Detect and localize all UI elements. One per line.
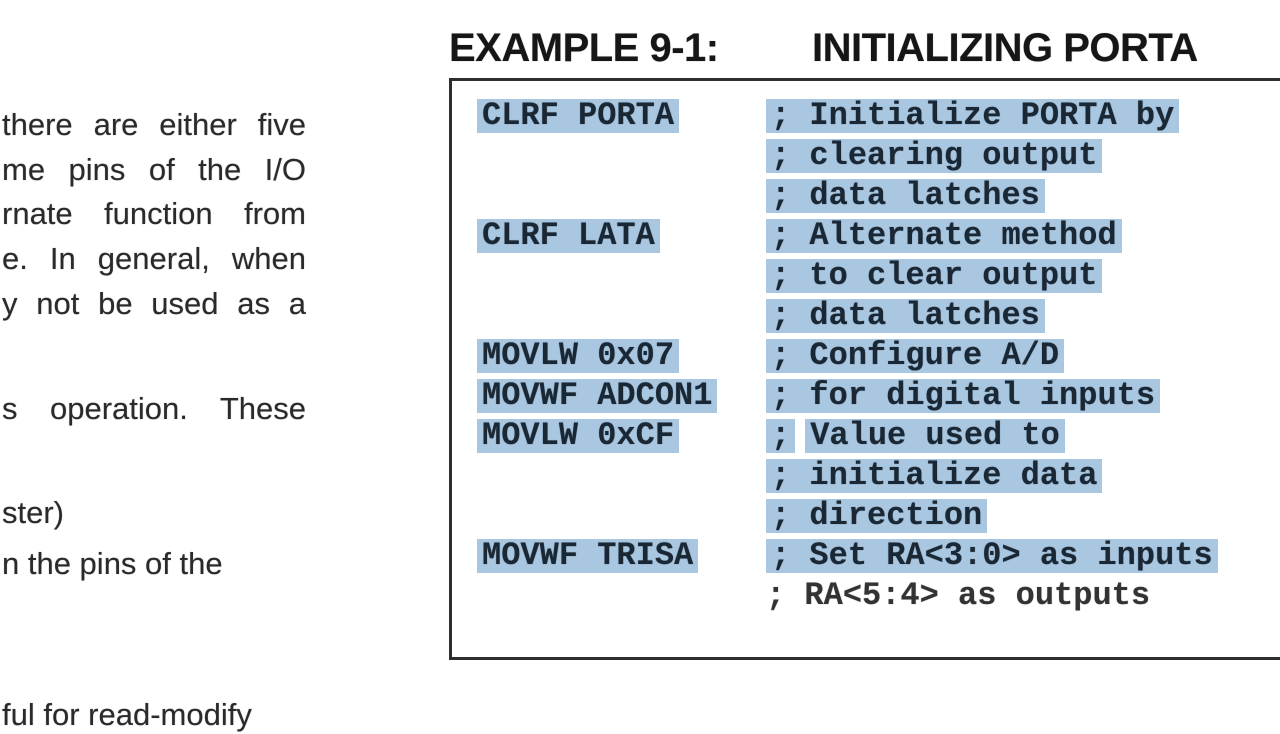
opcode-cell: MOVLW 0x07 — [477, 337, 766, 374]
comment-cell: ; clearing output — [766, 137, 1280, 174]
left-text-line: ster) — [2, 495, 64, 530]
selected-code-text[interactable]: MOVWF ADCON1 — [477, 378, 718, 413]
code-row: MOVWF TRISA ; Set RA<3:0> as inputs — [452, 535, 1280, 575]
comment-cell: ; data latches — [766, 177, 1280, 214]
opcode-cell: MOVWF TRISA — [477, 537, 766, 574]
code-lines: CLRF PORTA ; Initialize PORTA by ; clearin… — [452, 81, 1280, 615]
code-row: CLRF LATA ; Alternate method — [452, 215, 1280, 255]
selected-code-text[interactable]: ; Configure A/D — [766, 338, 1065, 373]
code-row: CLRF PORTA ; Initialize PORTA by — [452, 95, 1280, 135]
selected-code-text[interactable]: Value used to — [805, 418, 1065, 453]
comment-cell: ; for digital inputs — [766, 377, 1280, 414]
selected-code-text[interactable]: ; data latches — [766, 178, 1045, 213]
code-row: ; direction — [452, 495, 1280, 535]
comment-cell: ; to clear output — [766, 257, 1280, 294]
selected-code-text[interactable]: ; clearing output — [766, 138, 1103, 173]
comment-cell: ; RA<5:4> as outputs — [766, 576, 1151, 614]
opcode-cell: CLRF PORTA — [477, 97, 766, 134]
left-text-column: there are either five me pins of the I/O r… — [0, 0, 310, 732]
left-text-line: e. In general, when — [2, 241, 306, 276]
left-text-line: s operation. These — [2, 391, 306, 426]
opcode-cell: MOVLW 0xCF — [477, 417, 766, 454]
selected-code-text[interactable]: MOVLW 0xCF — [477, 418, 680, 453]
code-row: ; data latches — [452, 175, 1280, 215]
comment-cell: ; initialize data — [766, 457, 1280, 494]
comment-cell: ; Initialize PORTA by — [766, 97, 1280, 134]
comment-cell: ; Alternate method — [766, 217, 1280, 254]
opcode-cell: CLRF LATA — [477, 217, 766, 254]
code-row: ; data latches — [452, 295, 1280, 335]
code-row: ; to clear output — [452, 255, 1280, 295]
left-text-line: rnate function from — [2, 196, 306, 231]
selected-code-text[interactable]: ; Set RA<3:0> as inputs — [766, 538, 1218, 573]
comment-cell: ; Configure A/D — [766, 337, 1280, 374]
left-text-line: n the pins of the — [2, 546, 223, 581]
code-row: ; RA<5:4> as outputs — [452, 575, 1280, 615]
comment-cell: ; direction — [766, 497, 1280, 534]
code-row: MOVLW 0xCF; Value used to — [452, 415, 1280, 455]
comment-cell: ; Value used to — [766, 417, 1280, 454]
left-text-line: me pins of the I/O — [2, 152, 306, 187]
selected-code-text[interactable]: MOVLW 0x07 — [477, 338, 680, 373]
selected-code-text[interactable]: ; — [766, 418, 796, 453]
opcode-cell: MOVWF ADCON1 — [477, 377, 766, 414]
selected-code-text[interactable]: ; initialize data — [766, 458, 1103, 493]
selected-code-text[interactable]: MOVWF TRISA — [477, 538, 699, 573]
example-title: INITIALIZING PORTA — [812, 26, 1198, 70]
code-row: MOVWF ADCON1 ; for digital inputs — [452, 375, 1280, 415]
selected-code-text[interactable]: ; for digital inputs — [766, 378, 1161, 413]
selected-code-text[interactable]: ; Alternate method — [766, 218, 1122, 253]
code-row: ; initialize data — [452, 455, 1280, 495]
code-row: MOVLW 0x07 ; Configure A/D — [452, 335, 1280, 375]
example-label: EXAMPLE 9-1: — [449, 26, 719, 70]
comment-cell: ; Set RA<3:0> as inputs — [766, 537, 1280, 574]
left-text-line: ful for read-modify — [2, 697, 252, 732]
selected-code-text[interactable]: ; Initialize PORTA by — [766, 98, 1180, 133]
selected-code-text[interactable]: CLRF PORTA — [477, 98, 680, 133]
left-text-line: there are either five — [2, 107, 306, 142]
code-row: ; clearing output — [452, 135, 1280, 175]
selected-code-text[interactable]: ; to clear output — [766, 258, 1103, 293]
code-example-box: CLRF PORTA ; Initialize PORTA by ; clearin… — [449, 78, 1280, 660]
selected-code-text[interactable]: ; data latches — [766, 298, 1045, 333]
left-text-line: y not be used as a — [2, 286, 306, 321]
selected-code-text[interactable]: ; direction — [766, 498, 988, 533]
selected-code-text[interactable]: CLRF LATA — [477, 218, 660, 253]
comment-cell: ; data latches — [766, 297, 1280, 334]
